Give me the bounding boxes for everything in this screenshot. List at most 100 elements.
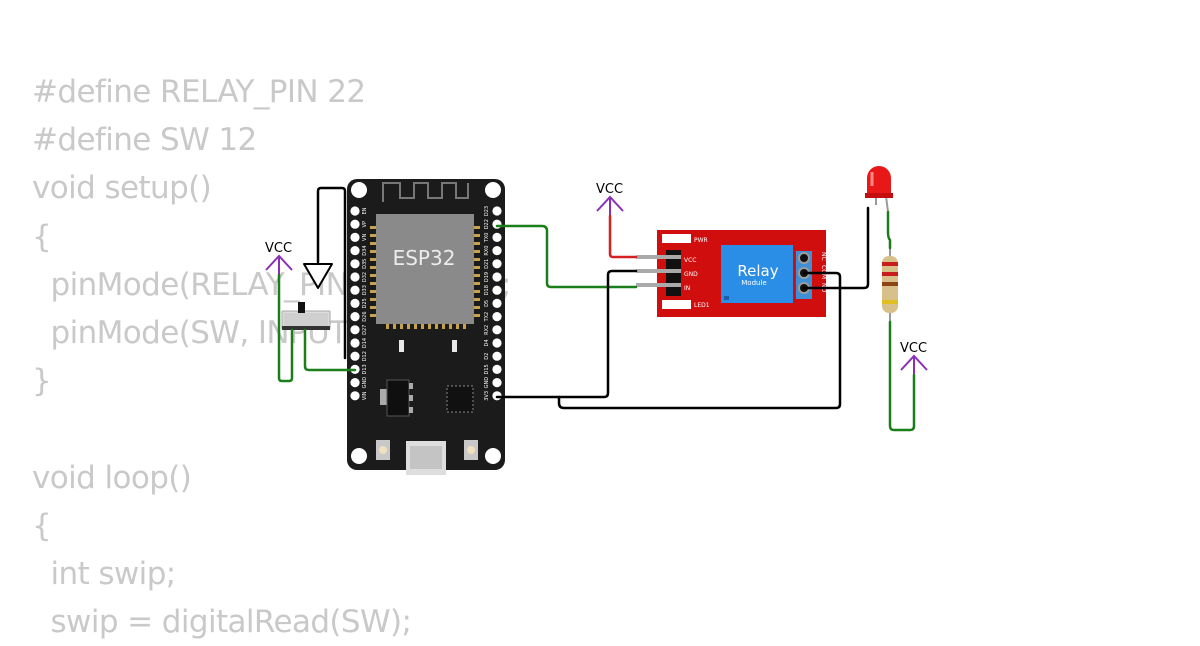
esp32-pin-label: D26	[362, 311, 368, 321]
esp32-pin-label: D14	[362, 338, 368, 348]
esp32-pin-d35[interactable]	[350, 259, 360, 269]
resistor[interactable]	[882, 248, 898, 322]
esp32-pin-d32[interactable]	[350, 272, 360, 282]
code-line: void loop()	[32, 459, 192, 496]
esp32-pin-d26[interactable]	[350, 312, 360, 322]
esp32-pin-label: GND	[484, 377, 490, 389]
wire-relay-led	[802, 206, 870, 290]
esp32-pin-label: D34	[362, 245, 368, 255]
esp32-pin-d25[interactable]	[350, 298, 360, 308]
boot-button[interactable]	[464, 440, 478, 460]
esp32-pin-label: RX2	[484, 325, 490, 335]
svg-text:VCC: VCC	[596, 182, 623, 197]
vcc-symbol-switch: VCC	[265, 241, 293, 275]
wire-d22-relay-in	[495, 224, 638, 289]
esp32-pin-label: D33	[362, 285, 368, 295]
esp32-pin-d18[interactable]	[492, 285, 502, 295]
code-line: }	[32, 363, 52, 400]
code-line: #define RELAY_PIN 22	[32, 74, 366, 110]
esp32-module-shield	[376, 214, 474, 324]
wire-relay-gnd	[495, 269, 638, 399]
relay-pin-in: IN	[684, 285, 690, 292]
relay-pwr-label: PWR	[694, 237, 708, 244]
usb-port	[406, 441, 446, 475]
esp32-pin-d19[interactable]	[492, 272, 502, 282]
esp32-pin-d4[interactable]	[492, 338, 502, 348]
esp32-pin-label: D23	[484, 206, 490, 216]
vcc-symbol-led: VCC	[900, 341, 928, 375]
esp32-pin-d22[interactable]	[492, 219, 502, 229]
wire-vcc-relay	[608, 214, 638, 259]
esp32-pin-gnd[interactable]	[492, 378, 502, 388]
relay-terminal-nc: NC	[820, 252, 827, 261]
esp32-chip-label: ESP32	[393, 246, 456, 270]
esp32-pin-vn[interactable]	[350, 232, 360, 242]
wire-switch-vcc	[277, 273, 294, 383]
esp32-pin-en[interactable]	[350, 206, 360, 216]
esp32-pin-label: D27	[362, 325, 368, 335]
svg-text:VCC: VCC	[900, 341, 927, 356]
esp32-pin-rx2[interactable]	[492, 325, 502, 335]
relay-pin-vcc: VCC	[684, 257, 696, 264]
code-line: int swip;	[32, 555, 177, 592]
red-led[interactable]	[865, 166, 893, 213]
code-line: {	[32, 507, 52, 544]
code-line: void setup()	[32, 170, 212, 207]
esp32-pin-d34[interactable]	[350, 246, 360, 256]
esp32-pin-label: EN	[362, 207, 368, 214]
esp32-pin-d12[interactable]	[350, 351, 360, 361]
relay-subtitle: Module	[741, 279, 766, 287]
esp32-pin-label: RX0	[484, 246, 490, 256]
relay-pin-gnd: GND	[684, 271, 698, 278]
esp32-pin-label: D15	[484, 364, 490, 374]
wire-resistor-vcc	[888, 320, 916, 432]
esp32-pin-d33[interactable]	[350, 285, 360, 295]
esp32-pin-d15[interactable]	[492, 364, 502, 374]
voltage-regulator	[380, 379, 413, 417]
esp32-pin-d2[interactable]	[492, 351, 502, 361]
esp32-pin-vin[interactable]	[350, 391, 360, 401]
wire-switch-gnd	[316, 186, 347, 360]
esp32-pin-gnd[interactable]	[350, 378, 360, 388]
esp32-pin-tx0[interactable]	[492, 232, 502, 242]
esp32-pin-vp[interactable]	[350, 219, 360, 229]
esp32-pin-rx0[interactable]	[492, 246, 502, 256]
wire-switch-d12	[303, 328, 357, 372]
esp32-pin-label: GND	[362, 377, 368, 389]
esp32-pin-label: TX2	[484, 312, 490, 323]
wires	[277, 186, 916, 432]
svg-text:VCC: VCC	[265, 241, 292, 256]
relay-module[interactable]: PWR LED1 VCC GND IN Relay Module NC COM …	[636, 230, 827, 317]
esp32-pin-label: 3V3	[484, 391, 490, 401]
esp32-pin-label: D12	[362, 351, 368, 361]
esp32-pin-label: D13	[362, 364, 368, 374]
en-button[interactable]	[376, 440, 390, 460]
esp32-pin-d21[interactable]	[492, 259, 502, 269]
relay-title: Relay	[737, 262, 778, 280]
ground-symbol	[303, 263, 333, 289]
esp32-pin-label: D18	[484, 285, 490, 295]
esp32-pin-label: D25	[362, 298, 368, 308]
esp32-pin-label: VP	[362, 221, 368, 227]
esp32-pin-d5[interactable]	[492, 298, 502, 308]
esp32-pin-tx2[interactable]	[492, 312, 502, 322]
relay-led-label: LED1	[694, 302, 710, 309]
esp32-pin-label: D2	[484, 353, 490, 360]
esp32-pin-label: D22	[484, 219, 490, 229]
esp32-pin-label: D21	[484, 259, 490, 269]
slide-switch[interactable]	[281, 302, 331, 330]
esp32-pin-d14[interactable]	[350, 338, 360, 348]
code-line: #define SW 12	[32, 122, 257, 159]
esp32-pin-label: D32	[362, 272, 368, 282]
wire-relay-com-gnd	[557, 271, 842, 410]
esp32-pin-d23[interactable]	[492, 206, 502, 216]
esp32-pin-label: D5	[484, 300, 490, 307]
esp32-pin-label: TX0	[484, 233, 490, 244]
esp32-pin-d27[interactable]	[350, 325, 360, 335]
wire-led-resistor	[886, 210, 892, 250]
usb-chip	[446, 385, 474, 413]
esp32-pin-label: D4	[484, 339, 490, 346]
esp32-pin-label: D19	[484, 272, 490, 282]
